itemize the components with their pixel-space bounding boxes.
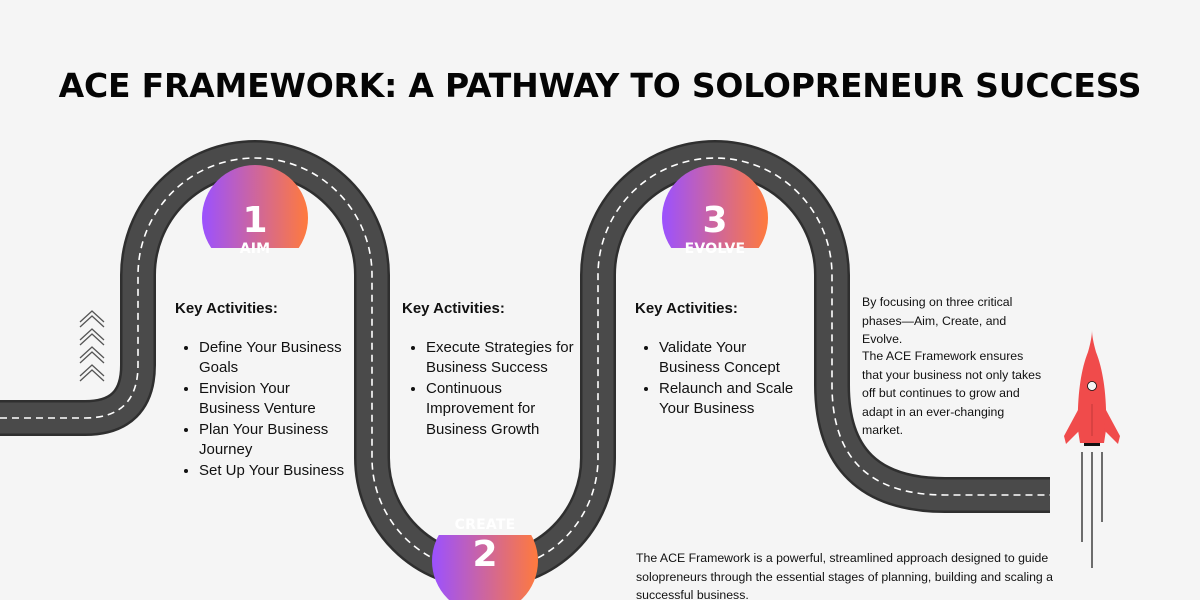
evolve-activities: Key Activities: Validate Your Business C… [635,299,805,420]
create-activities: Key Activities: Execute Strategies for B… [402,299,582,440]
phase-circle-2 [432,535,538,600]
phase-name: CREATE [454,517,516,533]
ensures-note: The ACE Framework ensures that your busi… [862,347,1047,440]
phase-1-badge: 1 AIM [205,200,305,257]
focus-note: By focusing on three critical phases—Aim… [862,293,1040,349]
rocket-icon [1064,330,1120,446]
phase-circle-3 [662,165,768,248]
list-item: Plan Your Business Journey [199,420,345,461]
activity-list: Execute Strategies for Business Success … [402,338,582,441]
phase-number: 2 [472,534,498,575]
list-item: Envision Your Business Venture [199,379,345,420]
list-item: Relaunch and Scale Your Business [659,379,805,420]
activity-list: Define Your Business Goals Envision Your… [175,338,345,482]
focus-text: By focusing on three critical phases—Aim… [862,295,1013,346]
rocket-trail [1081,452,1103,568]
phase-name: EVOLVE [684,241,746,257]
list-item: Execute Strategies for Business Success [426,338,582,379]
activity-list: Validate Your Business Concept Relaunch … [635,338,805,420]
phase-2-badge: CREATE 2 [435,518,535,573]
chevron-up-icon [79,310,105,382]
list-item: Continuous Improvement for Business Grow… [426,379,582,441]
section-heading: Key Activities: [635,300,738,317]
section-heading: Key Activities: [402,300,505,317]
ensures-text: The ACE Framework ensures that your busi… [862,349,1042,437]
section-heading: Key Activities: [175,300,278,317]
intro-text: The ACE Framework is a powerful, streaml… [636,551,1054,600]
phase-3-badge: 3 EVOLVE [665,200,765,257]
list-item: Define Your Business Goals [199,338,345,379]
aim-activities: Key Activities: Define Your Business Goa… [175,299,345,481]
list-item: Set Up Your Business [199,461,345,482]
phase-number: 1 [242,200,268,241]
phase-circle-1 [202,165,308,248]
list-item: Validate Your Business Concept [659,338,805,379]
intro-note: The ACE Framework is a powerful, streaml… [636,549,1056,600]
phase-number: 3 [702,200,728,241]
page-title: ACE FRAMEWORK: A PATHWAY TO SOLOPRENEUR … [58,66,1142,105]
phase-name: AIM [239,241,271,257]
